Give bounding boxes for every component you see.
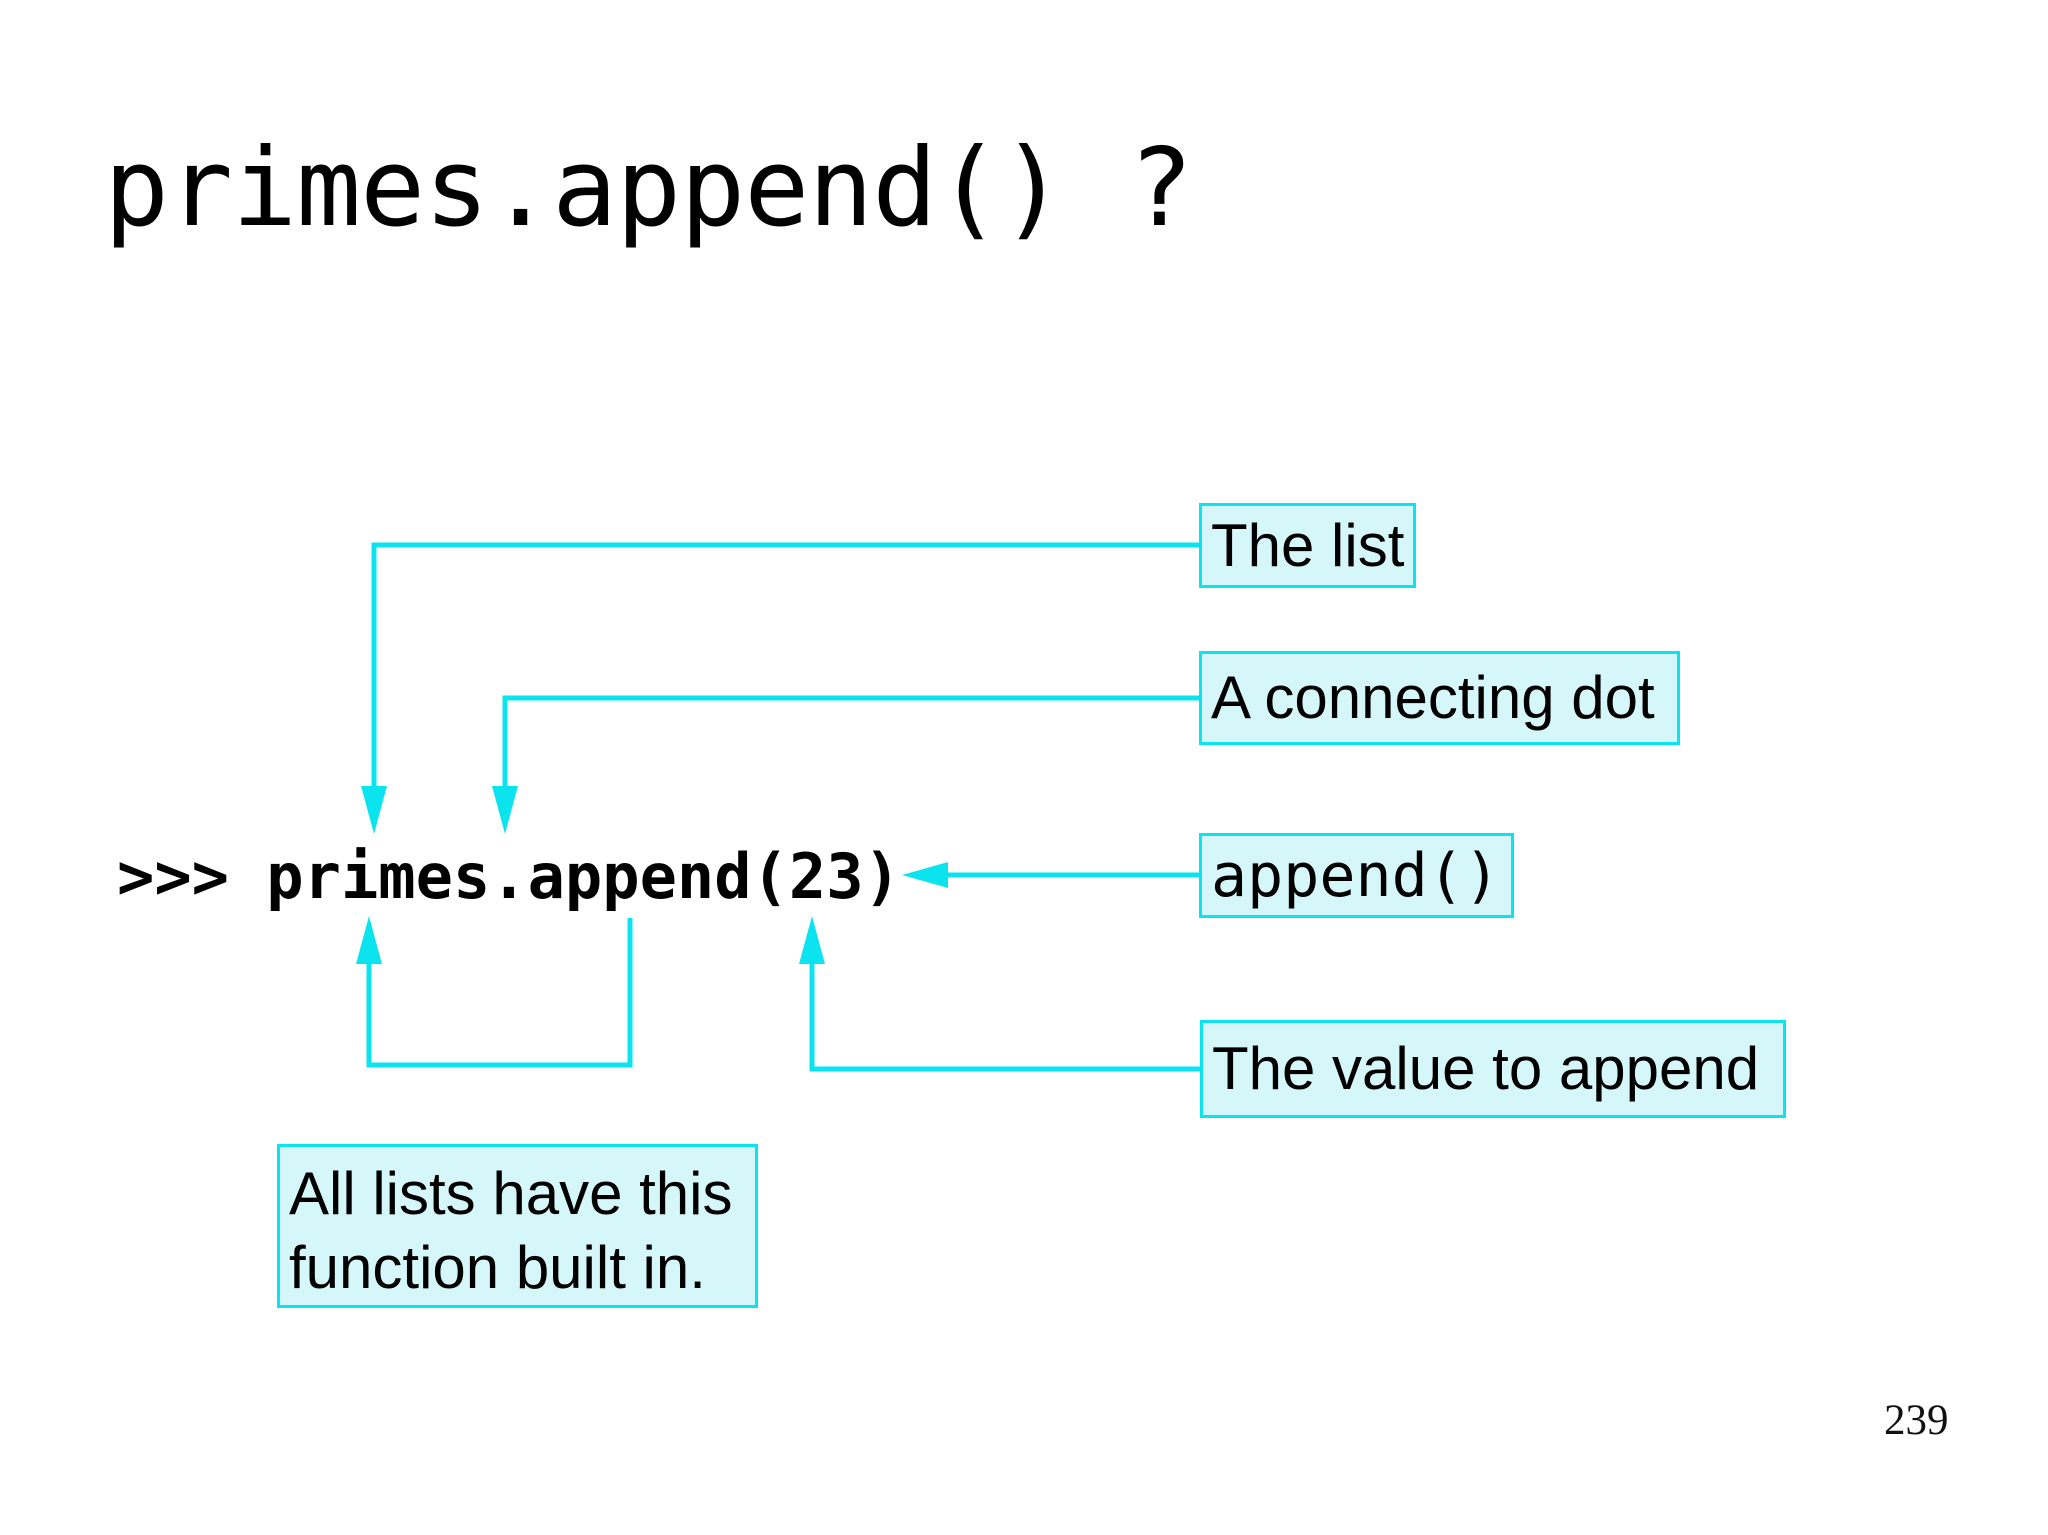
callout-value-to-append-label: The value to append <box>1212 1035 1760 1102</box>
connector-the-list-to-primes <box>371 542 1199 788</box>
arrowhead-left-code-icon <box>902 862 948 888</box>
python-code-line: >>> primes.append(23) <box>117 840 901 913</box>
callout-connecting-dot-label: A connecting dot <box>1211 664 1655 731</box>
callout-all-lists-note: All lists have this function built in. <box>277 1144 758 1308</box>
page-number: 239 <box>1884 1397 1949 1444</box>
callout-value-to-append: The value to append <box>1200 1020 1786 1118</box>
callout-append-function-label: append() <box>1211 840 1500 911</box>
callout-all-lists-line2: function built in. <box>289 1234 706 1301</box>
callout-all-lists-line1: All lists have this <box>289 1160 733 1227</box>
arrowhead-down-primes-icon <box>361 786 387 834</box>
callout-append-function: append() <box>1199 833 1514 918</box>
callout-the-list-label: The list <box>1211 511 1405 579</box>
callout-connecting-dot: A connecting dot <box>1199 651 1680 745</box>
connector-dot-label-to-dot <box>502 695 1199 788</box>
connector-append-to-primes-bracket <box>366 918 633 1068</box>
callout-the-list: The list <box>1199 503 1416 588</box>
connector-value-label-to-23 <box>809 962 1200 1072</box>
arrowhead-up-value-icon <box>799 916 825 964</box>
arrowhead-down-dot-icon <box>492 786 518 834</box>
arrowhead-up-primes-icon <box>356 916 382 964</box>
slide-title: primes.append() ? <box>104 126 1193 251</box>
